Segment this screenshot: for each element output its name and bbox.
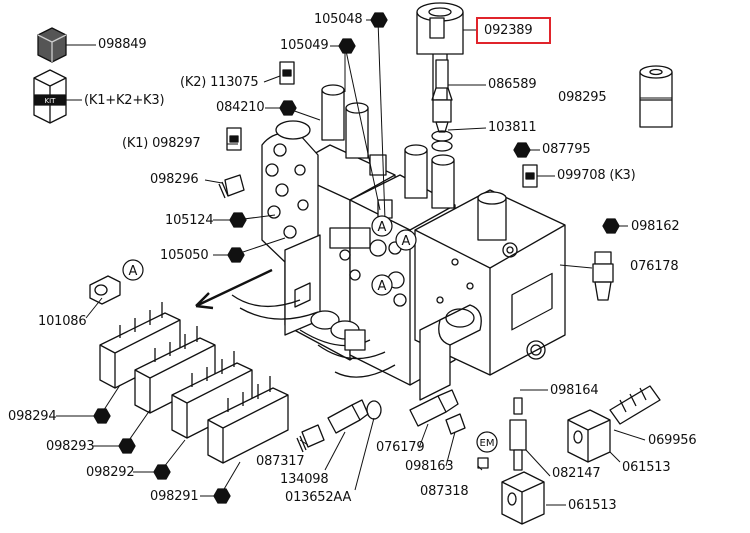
kit-box-label: KIT bbox=[45, 97, 57, 105]
label-084210: 084210 bbox=[216, 100, 265, 115]
leader-lines bbox=[56, 19, 672, 506]
cartridge-076179 bbox=[409, 389, 459, 427]
label-098163: 098163 bbox=[405, 459, 454, 474]
label-098293: 098293 bbox=[46, 439, 95, 454]
direction-arrow bbox=[195, 268, 273, 308]
port-markers bbox=[122, 215, 498, 453]
label-087318: 087318 bbox=[420, 484, 469, 499]
label-061513-upper: 061513 bbox=[622, 460, 671, 475]
label-134098: 134098 bbox=[280, 472, 329, 487]
label-kit: (K1+K2+K3) bbox=[84, 93, 165, 108]
highlight-box bbox=[476, 17, 551, 44]
fitting-087318 bbox=[477, 457, 489, 469]
label-105124: 105124 bbox=[165, 213, 214, 228]
plug-098296 bbox=[218, 174, 245, 199]
hex-marker-084210 bbox=[279, 100, 297, 116]
marker-a-port-2: A bbox=[402, 234, 411, 249]
label-098164: 098164 bbox=[550, 383, 599, 398]
kit-box bbox=[33, 69, 67, 124]
hex-marker-098291 bbox=[213, 488, 231, 504]
hex-marker-105050 bbox=[227, 247, 245, 263]
label-105048: 105048 bbox=[314, 12, 363, 27]
plug-098163 bbox=[445, 413, 466, 435]
connector-k2-113075 bbox=[279, 61, 295, 85]
coil-block-098291 bbox=[207, 376, 289, 464]
label-098292: 098292 bbox=[86, 465, 135, 480]
label-098162: 098162 bbox=[631, 219, 680, 234]
spool-086589 bbox=[431, 59, 453, 133]
label-087317: 087317 bbox=[256, 454, 305, 469]
hex-marker-105124 bbox=[229, 212, 247, 228]
label-082147: 082147 bbox=[552, 466, 601, 481]
cartridge-082147 bbox=[509, 397, 527, 471]
cartridge-134098 bbox=[327, 399, 369, 434]
marker-a-port-3: A bbox=[378, 279, 387, 294]
hex-markers bbox=[93, 12, 620, 504]
marker-em: EM bbox=[480, 438, 495, 449]
fitting-087317 bbox=[296, 424, 325, 453]
label-098295: 098295 bbox=[558, 90, 607, 105]
label-087795: 087795 bbox=[542, 142, 591, 157]
hex-marker-098292 bbox=[153, 464, 171, 480]
label-098291: 098291 bbox=[150, 489, 199, 504]
label-061513-lower: 061513 bbox=[568, 498, 617, 513]
cartridge-069956 bbox=[609, 385, 661, 425]
label-076178: 076178 bbox=[630, 259, 679, 274]
hex-marker-098162 bbox=[602, 218, 620, 234]
label-069956: 069956 bbox=[648, 433, 697, 448]
cap-101086 bbox=[89, 275, 121, 305]
cartridge-076178 bbox=[592, 251, 614, 301]
hex-marker-098293 bbox=[118, 438, 136, 454]
connector-k3-099708 bbox=[522, 164, 538, 188]
coil-098295 bbox=[639, 65, 673, 128]
marker-a-port-1: A bbox=[378, 220, 387, 235]
label-086589: 086589 bbox=[488, 77, 537, 92]
label-105050: 105050 bbox=[160, 248, 209, 263]
label-092389: 092389 bbox=[484, 23, 533, 38]
connector-k1-098297 bbox=[226, 127, 242, 151]
label-013652AA: 013652AA bbox=[285, 490, 352, 505]
hex-marker-105048 bbox=[370, 12, 388, 28]
label-076179: 076179 bbox=[376, 440, 425, 455]
hex-marker-105049 bbox=[338, 38, 356, 54]
label-103811: 103811 bbox=[488, 120, 537, 135]
label-098296: 098296 bbox=[150, 172, 199, 187]
o-ring-013652AA bbox=[366, 400, 382, 420]
marker-a-101086: A bbox=[129, 264, 138, 279]
label-098294: 098294 bbox=[8, 409, 57, 424]
coil-061513-upper bbox=[567, 409, 611, 463]
label-098849: 098849 bbox=[98, 37, 147, 52]
seal-kit-cube-098849 bbox=[37, 27, 67, 63]
label-k2-113075: (K2) 113075 bbox=[180, 75, 259, 90]
hex-marker-098294 bbox=[93, 408, 111, 424]
label-105049: 105049 bbox=[280, 38, 329, 53]
label-k3-099708: 099708 (K3) bbox=[557, 168, 636, 183]
hex-marker-087795 bbox=[513, 142, 531, 158]
label-101086: 101086 bbox=[38, 314, 87, 329]
label-k1-098297: (K1) 098297 bbox=[122, 136, 201, 151]
coil-block-098293 bbox=[134, 326, 216, 414]
coil-061513-lower bbox=[501, 471, 545, 525]
